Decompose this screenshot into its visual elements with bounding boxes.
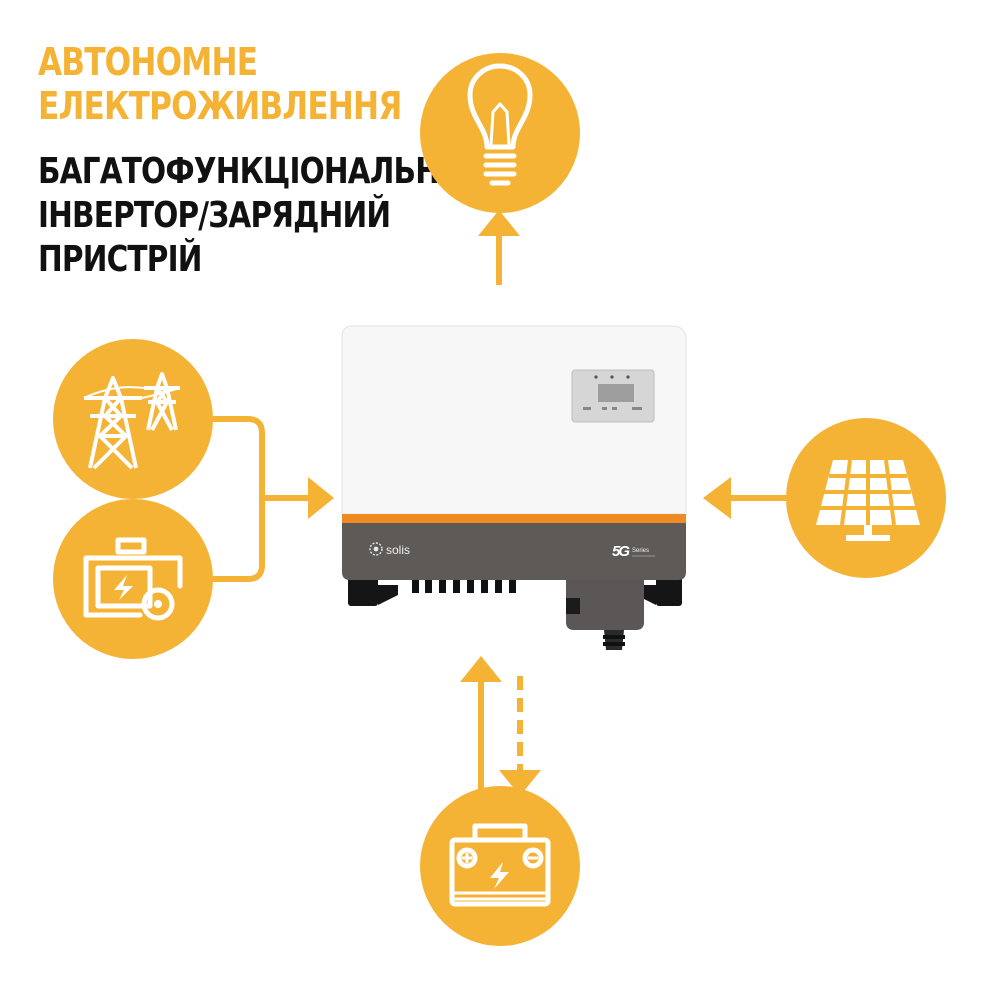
- svg-text:5G: 5G: [612, 543, 630, 560]
- arrow-to-load: [478, 210, 520, 285]
- grid-generator-connector: [212, 416, 310, 582]
- series-logo: 5G Series: [612, 543, 655, 560]
- subtitle-line: ІНВЕРТОР/ЗАРЯДНИЙ: [38, 195, 391, 236]
- power-tower-icon: [83, 372, 181, 470]
- grid-node: [53, 339, 213, 499]
- inverter-feet: [348, 576, 682, 606]
- connections: [212, 210, 790, 800]
- solis-logo: solis: [369, 542, 410, 557]
- arrow-battery-charge: [499, 676, 541, 796]
- subtitle-line: БАГАТОФУНКЦІОНАЛЬНИЙ: [38, 151, 488, 192]
- light-bulb-icon: [467, 63, 533, 186]
- generator-icon: [83, 537, 183, 621]
- battery-node: [420, 786, 580, 946]
- series-label: Series: [632, 548, 649, 554]
- diagram-title: АВТОНОМНЕ ЕЛЕКТРОЖИВЛЕННЯ: [38, 40, 402, 128]
- title-line: АВТОНОМНЕ: [38, 40, 258, 84]
- solar-node: [786, 418, 946, 578]
- diagram-subtitle: БАГАТОФУНКЦІОНАЛЬНИЙ ІНВЕРТОР/ЗАРЯДНИЙ П…: [38, 150, 488, 282]
- inverter-wiring-box: [566, 578, 644, 650]
- title-line: ЕЛЕКТРОЖИВЛЕННЯ: [38, 84, 402, 128]
- arrow-from-solar: [703, 477, 790, 519]
- battery-icon: [449, 823, 551, 907]
- solar-panel-icon: [816, 459, 920, 541]
- generator-node: [53, 499, 213, 659]
- inverter-device: solis 5G Series: [341, 325, 687, 650]
- arrow-battery-discharge: [460, 656, 502, 800]
- load-node: [420, 53, 580, 213]
- arrow-to-inverter: [308, 477, 334, 519]
- brand-label: solis: [386, 543, 410, 557]
- subtitle-line: ПРИСТРІЙ: [38, 239, 202, 280]
- inverter-stripe: [342, 514, 686, 523]
- inverter-display: [571, 369, 655, 423]
- inverter-connectors: [412, 578, 516, 593]
